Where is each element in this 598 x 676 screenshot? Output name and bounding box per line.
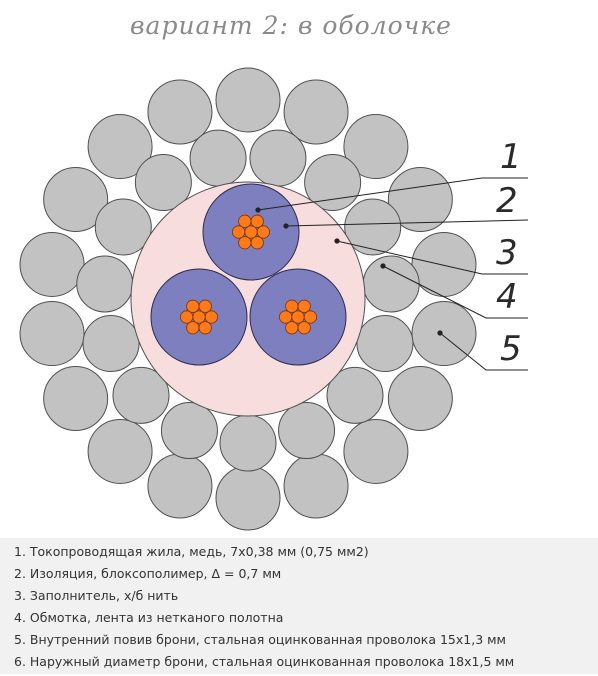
inner-armor-wire [249,129,307,187]
leader-line-4 [382,265,528,319]
conductor-strand [204,310,218,324]
callout-number-2: 2 [496,181,518,221]
outer-armor-wire [147,79,213,145]
legend-item-3: 3. Заполнитель, х/б нить [14,588,179,603]
conductor-strand [278,310,293,324]
callout-leaders [255,177,529,371]
inner-armor-wire [219,414,277,472]
outer-armor-wire [387,366,453,431]
legend-item-2: 2. Изоляция, блоксополимер, Δ = 0,7 мм [14,566,282,581]
inner-armor-wire [134,154,192,212]
conductor-strand [244,225,258,239]
outer-armor-wire [19,231,85,297]
inner-armor-wire [189,129,247,187]
conductor-strand [250,236,264,250]
leader-dot-2 [283,223,289,229]
legend-panel: 1. Токопроводящая жила, медь, 7х0,38 мм … [0,538,598,674]
conductor-strand [198,299,212,313]
conductor-strand [192,310,206,324]
inner-armor-wire [82,314,140,372]
inner-armor-wire [278,402,336,460]
conductor-strand [256,225,270,239]
inner-armor-wire [94,198,152,256]
legend-item-4: 4. Обмотка, лента из нетканого полотна [14,610,284,625]
outer-armor-wire [19,301,85,367]
outer-armor-wire [411,231,477,297]
leader-dot-4 [380,263,386,269]
leader-dot-5 [437,330,443,336]
callout-number-3: 3 [496,233,518,273]
outer-armor-wire [87,114,153,180]
conductor-strand [250,214,264,228]
conductor-strand [186,299,200,313]
legend-item-6: 6. Наружный диаметр брони, стальная оцин… [14,654,515,669]
diagram-caption: вариант 2: в оболочке [130,11,452,40]
leader-line-1 [257,177,528,211]
inner-armor-wire [344,198,402,256]
conductor-strand [303,310,317,324]
leader-line-5 [439,332,528,371]
conductor-strand [186,321,200,335]
inner-armor-wire [326,366,384,424]
conductor-strand [297,299,311,313]
callout-numbers: 12 34 5 [496,137,522,369]
legend-item-5: 5. Внутренний повив брони, стальная оцин… [14,632,506,647]
inner-armor-layer [76,129,420,472]
outer-armor-wire [215,67,281,133]
leader-dot-3 [334,238,340,244]
outer-armor-wire [43,167,109,232]
leader-dot-1 [255,207,261,213]
conductor-strand [232,225,246,239]
legend-item-1: 1. Токопроводящая жила, медь, 7х0,38 мм … [14,544,369,559]
conductor-strand [291,310,305,324]
outer-armor-wire [283,453,349,519]
callout-number-1: 1 [500,137,522,177]
inner-armor-wire [304,154,362,212]
callout-number-5: 5 [500,329,522,369]
conductor-strand [238,236,252,250]
outer-armor-wire [283,79,349,145]
outer-armor-wire [87,418,153,484]
conductor-strand [285,321,299,335]
conductor-strand [198,321,212,335]
inner-armor-wire [76,255,134,313]
conductor-strand [297,321,311,335]
outer-armor-wire [215,465,281,531]
leader-line-2 [285,219,529,227]
callout-number-4: 4 [496,277,518,317]
outer-armor-wire [43,366,109,431]
outer-armor-wire [147,453,213,519]
conductor-strand [238,214,252,228]
leader-line-3 [336,240,528,275]
inner-armor-wire [356,314,414,372]
conductor-strand [180,310,194,324]
outer-armor-wire [387,167,453,232]
inner-armor-wire [160,402,218,460]
outer-armor-wire [343,418,409,484]
outer-armor-wire [343,114,409,180]
inner-armor-wire [362,255,420,313]
inner-armor-wire [112,366,170,424]
conductor-strand [285,299,299,313]
cable-diagram-svg: вариант 2: в оболочке 12 34 5 [19,11,529,531]
outer-armor-wire [411,301,477,367]
outer-armor-layer [19,67,477,531]
